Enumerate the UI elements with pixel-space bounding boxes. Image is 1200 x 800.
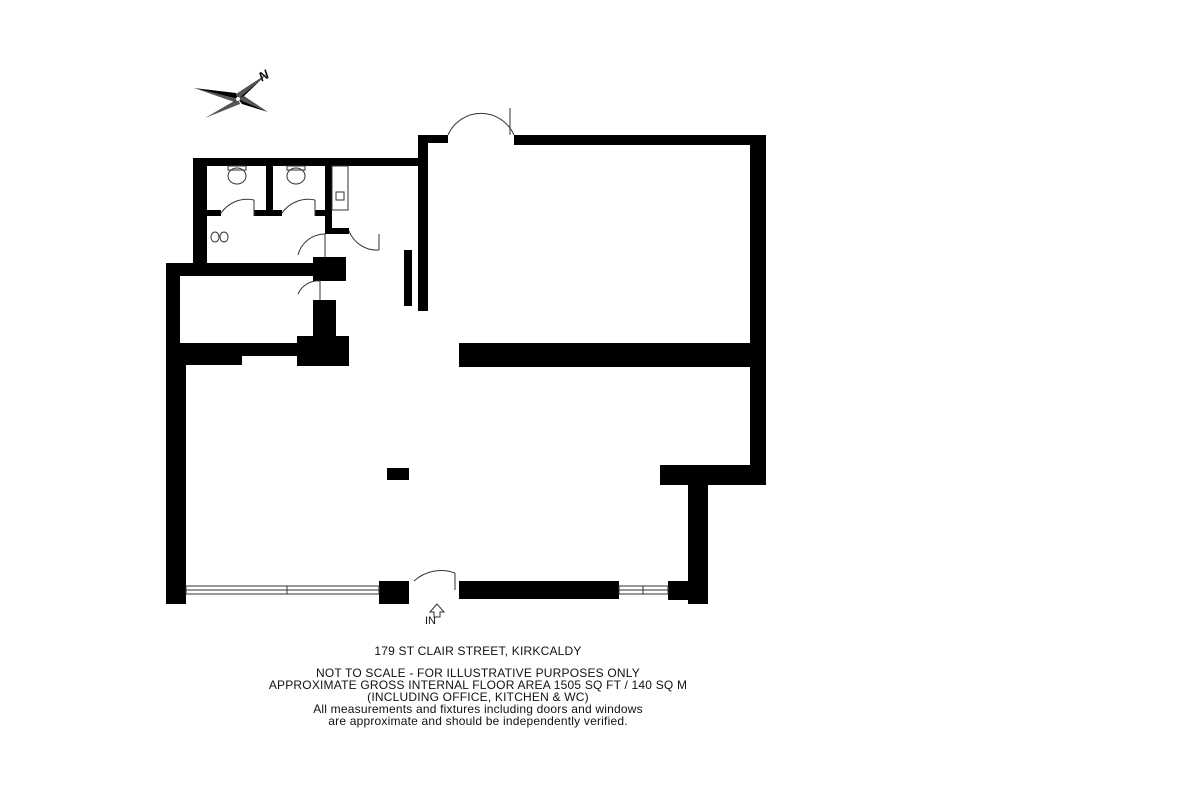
wall-corridor-right	[418, 135, 428, 311]
wall-wc-bottom-1	[207, 210, 221, 216]
disclaimer-line-1: NOT TO SCALE - FOR ILLUSTRATIVE PURPOSES…	[316, 666, 640, 680]
fixtures	[210, 165, 349, 243]
wall-office-post-1	[313, 257, 346, 281]
wall-office-bottom-right	[297, 336, 349, 366]
toilet-1	[227, 167, 247, 185]
wall-wc-left	[193, 158, 207, 268]
disclaimer-line-2: All measurements and fixtures including …	[313, 702, 643, 716]
door-wc-2	[281, 198, 316, 214]
wall-right-upper	[750, 135, 766, 485]
basin-1	[210, 231, 220, 243]
wall-shop-left	[166, 343, 186, 604]
door-wc-1	[220, 198, 255, 214]
door-front	[413, 569, 456, 582]
entrance-arrow-icon	[428, 603, 446, 618]
wall-wc-top	[193, 158, 418, 166]
door-office	[297, 280, 321, 295]
wall-wc-bottom-3	[315, 210, 332, 216]
wall-front-right	[459, 581, 619, 599]
wall-top-right	[514, 135, 766, 145]
wall-divider-right	[459, 343, 766, 367]
kitchen-counter	[331, 165, 349, 211]
door-lobby	[297, 233, 326, 256]
wall-office-left	[166, 263, 180, 363]
door-kitchen	[348, 230, 380, 251]
address-title: 179 ST CLAIR STREET, KIRKCALDY	[374, 644, 582, 658]
disclaimer-line-3: are approximate and should be independen…	[328, 714, 628, 728]
toilet-2	[286, 167, 306, 185]
windows	[185, 585, 669, 595]
wall-wc-divider-1	[266, 158, 273, 216]
wall-front-pillar	[379, 581, 409, 604]
floor-area-line: APPROXIMATE GROSS INTERNAL FLOOR AREA 15…	[268, 678, 688, 692]
floor-area-includes: (INCLUDING OFFICE, KITCHEN & WC)	[367, 690, 589, 704]
kitchen-sink	[335, 191, 345, 201]
door-rear	[447, 112, 515, 136]
wall-step-right	[660, 465, 766, 485]
column	[387, 468, 409, 480]
doors	[220, 108, 515, 590]
wall-kitchen-bottom	[325, 228, 349, 234]
wall-wc-bottom-2	[254, 210, 282, 216]
wall-office-bottom-mid	[242, 343, 297, 356]
compass-icon	[194, 73, 268, 118]
wall-wc-divider-2	[325, 158, 332, 233]
wall-front-corner	[668, 581, 708, 600]
wall-right-lower	[688, 465, 708, 604]
entrance-label: IN	[425, 615, 436, 627]
wall-office-top	[166, 263, 320, 276]
wall-top-corridor-left	[418, 135, 448, 143]
walls	[166, 135, 766, 604]
wall-corridor-right-thin	[404, 250, 412, 306]
basin-2	[219, 231, 229, 243]
